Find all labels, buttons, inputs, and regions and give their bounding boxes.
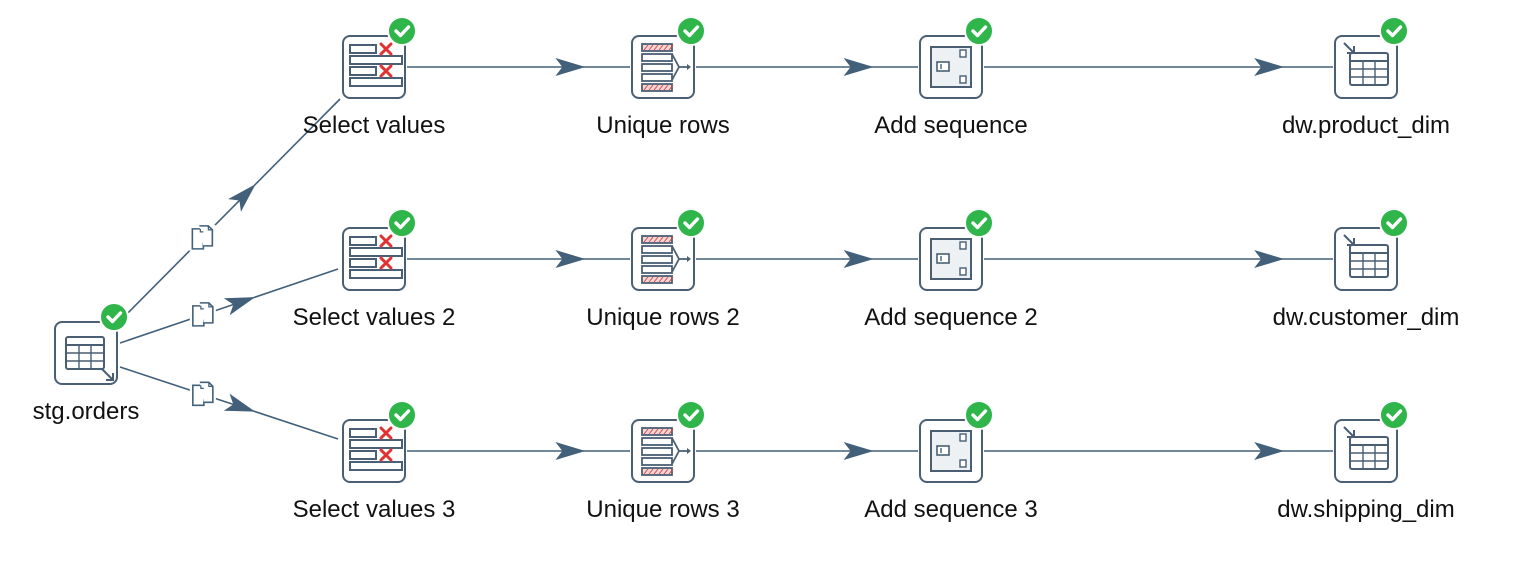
step-unique-rows-2-icon-box[interactable]: [631, 227, 695, 291]
step-stg-orders-icon-box[interactable]: [54, 321, 118, 385]
hop-row2-2[interactable]: [696, 250, 918, 268]
hop-source-to-select-3[interactable]: [119, 366, 339, 440]
step-output-1-label: dw.product_dim: [1281, 112, 1451, 139]
hops-layer: [117, 58, 1333, 460]
unique-rows-icon: [641, 427, 691, 476]
hop-source-to-select-1[interactable]: [117, 98, 341, 324]
success-check-icon: [1379, 208, 1409, 238]
table-output-icon: [1343, 42, 1389, 86]
step-output-3-icon-box[interactable]: [1334, 419, 1398, 483]
hop-arrow: [843, 58, 874, 76]
success-check-icon: [676, 400, 706, 430]
hop-arrow: [843, 442, 874, 460]
copy-rows-icon: [189, 381, 216, 408]
unique-rows-icon: [641, 235, 691, 284]
add-sequence-icon: [930, 238, 972, 280]
hop-row1-3[interactable]: [984, 58, 1333, 76]
success-check-icon: [964, 400, 994, 430]
step-add-sequence-3-icon-box[interactable]: [919, 419, 983, 483]
step-output-1-icon-box[interactable]: [1334, 35, 1398, 99]
success-check-icon: [676, 16, 706, 46]
hop-row3-2[interactable]: [696, 442, 918, 460]
hop-row3-3[interactable]: [984, 442, 1333, 460]
hop-row1-1[interactable]: [407, 58, 630, 76]
table-output-icon: [1343, 426, 1389, 470]
step-unique-rows-1-label: Unique rows: [596, 112, 730, 139]
success-check-icon: [1379, 16, 1409, 46]
step-select-values-2-label: Select values 2: [292, 304, 456, 331]
hop-row1-2[interactable]: [696, 58, 918, 76]
step-unique-rows-3-icon-box[interactable]: [631, 419, 695, 483]
hop-arrow: [555, 250, 586, 268]
step-select-values-1-icon-box[interactable]: [342, 35, 406, 99]
select-values-icon: [349, 234, 403, 279]
step-add-sequence-3-label: Add sequence 3: [864, 496, 1038, 523]
success-check-icon: [964, 16, 994, 46]
step-select-values-1-label: Select values: [302, 112, 446, 139]
step-unique-rows-2-label: Unique rows 2: [586, 304, 740, 331]
hop-row2-1[interactable]: [407, 250, 630, 268]
select-values-icon: [349, 426, 403, 471]
step-output-2-label: dw.customer_dim: [1272, 304, 1460, 331]
step-select-values-3-label: Select values 3: [292, 496, 456, 523]
step-add-sequence-2-label: Add sequence 2: [864, 304, 1038, 331]
success-check-icon: [387, 208, 417, 238]
step-output-2-icon-box[interactable]: [1334, 227, 1398, 291]
success-check-icon: [964, 208, 994, 238]
hop-source-to-select-2[interactable]: [119, 268, 339, 344]
hop-arrow: [1254, 442, 1285, 460]
success-check-icon: [387, 400, 417, 430]
unique-rows-icon: [641, 43, 691, 92]
table-input-icon: [65, 336, 114, 381]
step-add-sequence-2-icon-box[interactable]: [919, 227, 983, 291]
hop-arrow: [228, 184, 256, 212]
hop-arrow: [1254, 58, 1285, 76]
copy-rows-icon: [189, 224, 216, 251]
hop-row3-1[interactable]: [407, 442, 630, 460]
add-sequence-icon: [930, 430, 972, 472]
hop-arrow: [1254, 250, 1285, 268]
step-stg-orders-label: stg.orders: [32, 398, 140, 425]
hop-arrow: [223, 297, 256, 316]
select-values-icon: [349, 42, 403, 87]
success-check-icon: [387, 16, 417, 46]
table-output-icon: [1343, 234, 1389, 278]
hop-arrow: [843, 250, 874, 268]
hop-arrow: [555, 442, 586, 460]
hop-row2-3[interactable]: [984, 250, 1333, 268]
success-check-icon: [1379, 400, 1409, 430]
hop-arrow: [223, 393, 256, 412]
success-check-icon: [676, 208, 706, 238]
step-output-3-label: dw.shipping_dim: [1277, 496, 1455, 523]
step-add-sequence-1-label: Add sequence: [874, 112, 1028, 139]
step-unique-rows-1-icon-box[interactable]: [631, 35, 695, 99]
hop-arrow: [555, 58, 586, 76]
step-unique-rows-3-label: Unique rows 3: [586, 496, 740, 523]
step-add-sequence-1-icon-box[interactable]: [919, 35, 983, 99]
add-sequence-icon: [930, 46, 972, 88]
step-select-values-2-icon-box[interactable]: [342, 227, 406, 291]
copy-rows-icon: [189, 301, 216, 328]
step-select-values-3-icon-box[interactable]: [342, 419, 406, 483]
success-check-icon: [99, 302, 129, 332]
